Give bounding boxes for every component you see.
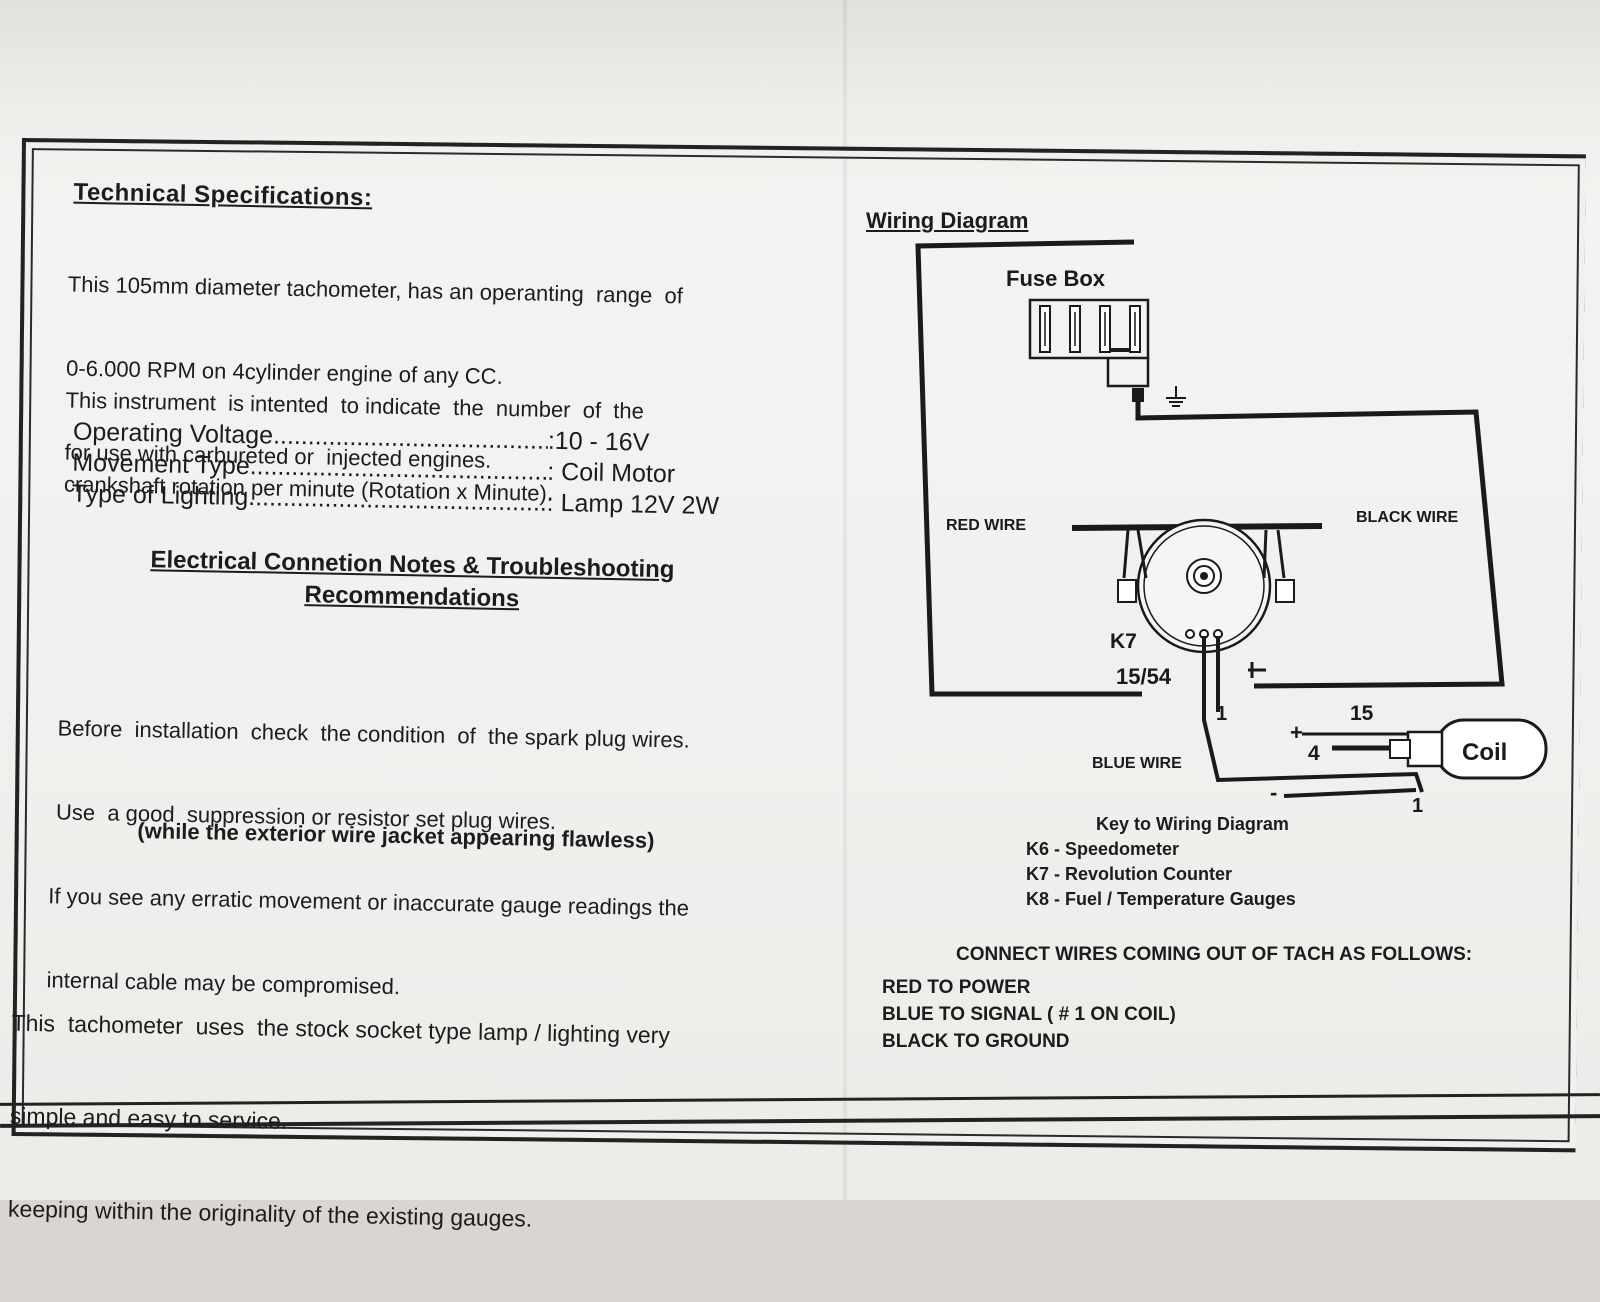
coil-label: Coil [1462,739,1507,766]
wiring-diagram: Fuse Box [915,239,1548,817]
coil-terminal-4-label: 4 [1308,742,1320,765]
plus-label: + [1290,720,1303,745]
connect-item: BLUE TO SIGNAL ( # 1 ON COIL) [882,1004,1176,1025]
tachometer-gauge [1117,518,1295,654]
key-item: K6 - Speedometer [1026,839,1180,859]
ignition-coil [1283,718,1548,798]
spec-label: Type of Lighting [71,479,249,512]
connect-instructions: RED TO POWER BLUE TO SIGNAL ( # 1 ON COI… [882,974,1176,1055]
spec-value: : Lamp 12V 2W [546,488,720,521]
gauge-ground-icon [1248,662,1266,678]
connect-item: RED TO POWER [882,977,1031,998]
wiring-key: Key to Wiring Diagram K6 - Speedometer K… [1026,812,1296,912]
fuse-box [1028,298,1150,402]
instruction-sheet: Technical Specifications: This 105mm dia… [0,0,1600,1232]
spec-label: Operating Voltage [72,417,274,450]
service-paragraph: This tachometer uses the stock socket ty… [7,1009,671,1232]
signal-wire-path [1202,636,1424,793]
coil-terminal-15-label: 15 [1350,702,1374,725]
red-wire-label: RED WIRE [946,517,1026,534]
minus-label: - [1270,780,1277,805]
power-wire-path [915,239,1142,697]
notes-heading: Electrical Connetion Notes & Troubleshoo… [150,546,675,613]
spec-value: :10 - 16V [547,426,650,457]
ground-wire-path [1135,396,1505,689]
specifications-title: Technical Specifications: [73,178,373,212]
coil-terminal-1-label: 1 [1412,795,1423,817]
spec-value: : Coil Motor [547,457,676,489]
blue-wire-label: BLUE WIRE [1092,755,1182,772]
connect-instructions-title: CONNECT WIRES COMING OUT OF TACH AS FOLL… [956,944,1473,965]
wiring-diagram-title: Wiring Diagram [866,208,1029,233]
intro-line: This 105mm diameter tachometer, has an o… [67,271,684,309]
ground-icon [1166,386,1186,407]
paper-fold [842,0,848,1200]
key-title: Key to Wiring Diagram [1096,814,1289,834]
terminal-15-54-label: 15/54 [1116,664,1172,689]
black-wire-label: BLACK WIRE [1356,509,1459,526]
fuse-box-label: Fuse Box [1006,266,1106,291]
wiring-column: Wiring Diagram [856,200,1556,1080]
spec-label: Movement Type [72,448,251,481]
k7-label: K7 [1110,630,1137,653]
spec-list: Operating Voltage.......................… [71,417,720,522]
key-item: K8 - Fuel / Temperature Gauges [1026,889,1296,909]
wire-1-label: 1 [1216,703,1227,725]
key-item: K7 - Revolution Counter [1026,864,1232,884]
specifications-column: Technical Specifications: This 105mm dia… [8,170,820,1232]
connect-item: BLACK TO GROUND [882,1031,1070,1052]
